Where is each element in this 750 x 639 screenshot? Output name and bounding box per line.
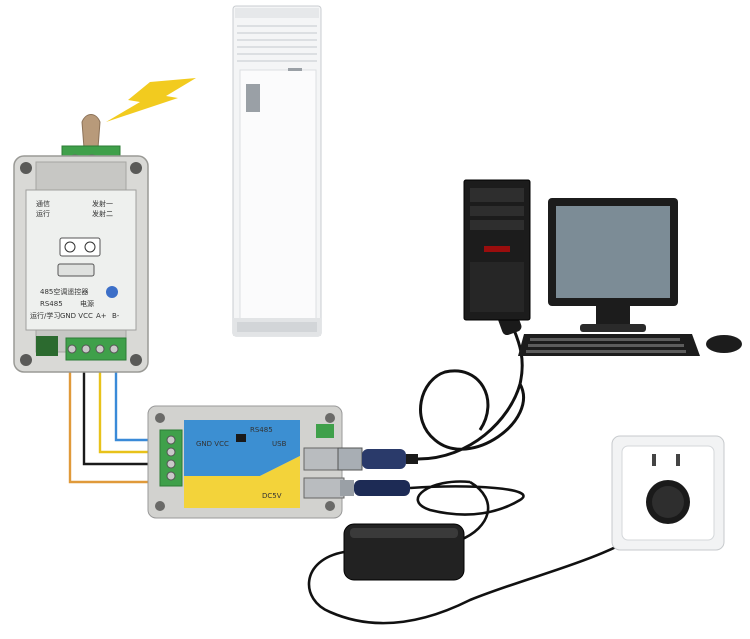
converter-label-dc5v: DC5V bbox=[262, 492, 282, 500]
keyboard bbox=[518, 334, 700, 356]
converter-label-usb: USB bbox=[272, 440, 287, 448]
rs485-wires bbox=[68, 358, 156, 484]
dc-plug bbox=[340, 480, 410, 496]
controller-label-run: 运行 bbox=[36, 209, 50, 218]
controller-label-rs485: RS485 bbox=[40, 300, 63, 308]
converter-label-rs485: RS485 bbox=[250, 426, 273, 434]
controller-label-a: A+ bbox=[96, 312, 107, 320]
dc-cable bbox=[409, 480, 525, 542]
pc-monitor bbox=[548, 198, 678, 332]
controller-label-tx2: 发射二 bbox=[92, 209, 113, 218]
converter-label-gnd-vcc: GND VCC bbox=[196, 440, 229, 448]
wall-outlet bbox=[611, 435, 725, 551]
controller-title-text: 485空调遥控器 bbox=[40, 287, 88, 296]
adapter-power-cord bbox=[307, 518, 661, 625]
controller-label-tx1: 发射一 bbox=[92, 199, 113, 208]
mouse bbox=[706, 335, 742, 353]
controller-label-run-learn: 运行/学习 bbox=[30, 311, 60, 320]
floor-air-conditioner bbox=[232, 5, 322, 337]
usb-cable bbox=[417, 317, 525, 461]
lightning-bolt-icon bbox=[106, 78, 196, 122]
pc-tower bbox=[463, 179, 531, 321]
power-adapter bbox=[343, 523, 465, 581]
usb-rs485-converter: RS485 GND VCC USB DC5V bbox=[147, 405, 345, 519]
usb-plug bbox=[337, 447, 418, 471]
controller-label-power: 电源 bbox=[80, 299, 94, 308]
controller-label-b: B- bbox=[112, 312, 120, 320]
controller-label-comm: 通信 bbox=[36, 199, 50, 208]
controller-label-gnd-vcc: GND VCC bbox=[60, 312, 93, 320]
ir-controller-module: 485空调遥控器 发射一 发射二 通信 运行 电源 RS485 B- A+ GN… bbox=[13, 114, 149, 373]
